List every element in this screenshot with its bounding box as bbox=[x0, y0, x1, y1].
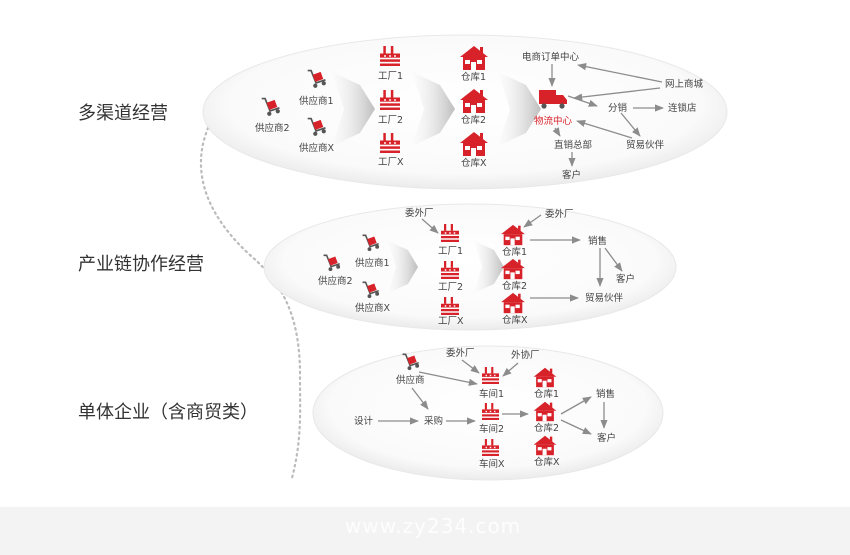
supplier-x-label: 供应商X bbox=[299, 142, 335, 154]
factory-2-label: 工厂2 bbox=[438, 282, 463, 293]
factory-1-label: 工厂1 bbox=[378, 71, 403, 82]
flow-arrows bbox=[421, 214, 623, 302]
supplier-1-label: 供应商1 bbox=[355, 257, 390, 269]
workshop-2-label: 车间2 bbox=[479, 423, 504, 435]
online-mall-label: 网上商城 bbox=[665, 78, 704, 90]
footer-band bbox=[0, 507, 850, 555]
warehouse-2-label: 仓库2 bbox=[461, 114, 486, 126]
tier-title-multichannel: 多渠道经营 bbox=[78, 103, 168, 124]
warehouse-2-label: 仓库2 bbox=[534, 422, 559, 434]
warehouse-2-label: 仓库2 bbox=[502, 280, 527, 292]
sales-label: 销售 bbox=[588, 235, 607, 247]
warehouse-x-label: 仓库X bbox=[534, 456, 560, 468]
logistics-center-label: 物流中心 bbox=[534, 115, 573, 127]
customer-label: 客户 bbox=[616, 273, 635, 285]
direct-sales-hq-label: 直销总部 bbox=[554, 139, 592, 151]
factory-2-label: 工厂2 bbox=[378, 115, 403, 126]
flow-funnel bbox=[474, 241, 504, 293]
sales-label: 销售 bbox=[596, 388, 615, 400]
flow-funnel bbox=[332, 72, 375, 146]
warehouse-1-label: 仓库1 bbox=[502, 246, 527, 258]
tier-multichannel: 供应商2 供应商1 供应商X 工厂1 工厂2 工厂X 仓库1 仓库2 仓库X 物… bbox=[255, 46, 704, 181]
supplier-2-label: 供应商2 bbox=[255, 122, 290, 134]
supplier-1-label: 供应商1 bbox=[299, 95, 334, 107]
assist-factory-label: 外协厂 bbox=[511, 349, 540, 361]
warehouse-x-label: 仓库X bbox=[502, 314, 528, 326]
warehouse-1-label: 仓库1 bbox=[461, 71, 486, 83]
factory-x-label: 工厂X bbox=[378, 157, 404, 168]
factory-x-label: 工厂X bbox=[438, 316, 464, 327]
tier-ellipse-single bbox=[312, 345, 664, 481]
distribution-label: 分销 bbox=[608, 102, 628, 114]
dotted-connector bbox=[199, 116, 302, 480]
warehouse-x-label: 仓库X bbox=[461, 157, 487, 169]
workshop-x-label: 车间X bbox=[479, 458, 505, 470]
workshop-1-label: 车间1 bbox=[479, 388, 504, 400]
warehouse-1-label: 仓库1 bbox=[534, 388, 559, 400]
flow-funnel bbox=[412, 72, 455, 146]
truck-icon bbox=[539, 90, 567, 109]
trade-partner-label: 贸易伙伴 bbox=[626, 139, 665, 151]
flow-funnel bbox=[498, 72, 541, 146]
flow-arrows bbox=[378, 359, 608, 435]
design-label: 设计 bbox=[354, 415, 374, 427]
tier-single: 供应商 委外厂 外协厂 设计 采购 车间1 车间2 车间X 仓库1 仓库2 仓库… bbox=[354, 347, 616, 470]
tier-title-supply-chain: 产业链协作经营 bbox=[78, 254, 204, 275]
supplier-label: 供应商 bbox=[396, 374, 425, 386]
flow-arrows bbox=[548, 63, 664, 167]
supplier-x-label: 供应商X bbox=[355, 302, 391, 314]
supplier-2-label: 供应商2 bbox=[318, 275, 353, 287]
outsource-factory-right-label: 委外厂 bbox=[545, 208, 574, 220]
customer-label: 客户 bbox=[597, 432, 616, 444]
outsource-factory-label: 委外厂 bbox=[446, 347, 475, 359]
watermark: www.zy234.com bbox=[345, 514, 522, 538]
chain-store-label: 连锁店 bbox=[668, 102, 697, 114]
tier-ellipse-supply-chain bbox=[263, 203, 677, 331]
trade-partner-label: 贸易伙伴 bbox=[585, 292, 624, 304]
ecommerce-center-label: 电商订单中心 bbox=[522, 51, 580, 63]
customer-label: 客户 bbox=[562, 169, 581, 181]
purchase-label: 采购 bbox=[424, 415, 443, 427]
outsource-factory-left-label: 委外厂 bbox=[405, 207, 434, 219]
tier-title-single: 单体企业（含商贸类） bbox=[78, 402, 258, 423]
tier-supply-chain: 供应商2 供应商1 供应商X 委外厂 委外厂 工厂1 工厂2 工厂X 仓库1 仓… bbox=[318, 207, 635, 327]
flow-funnel bbox=[388, 241, 418, 293]
factory-1-label: 工厂1 bbox=[438, 246, 463, 257]
